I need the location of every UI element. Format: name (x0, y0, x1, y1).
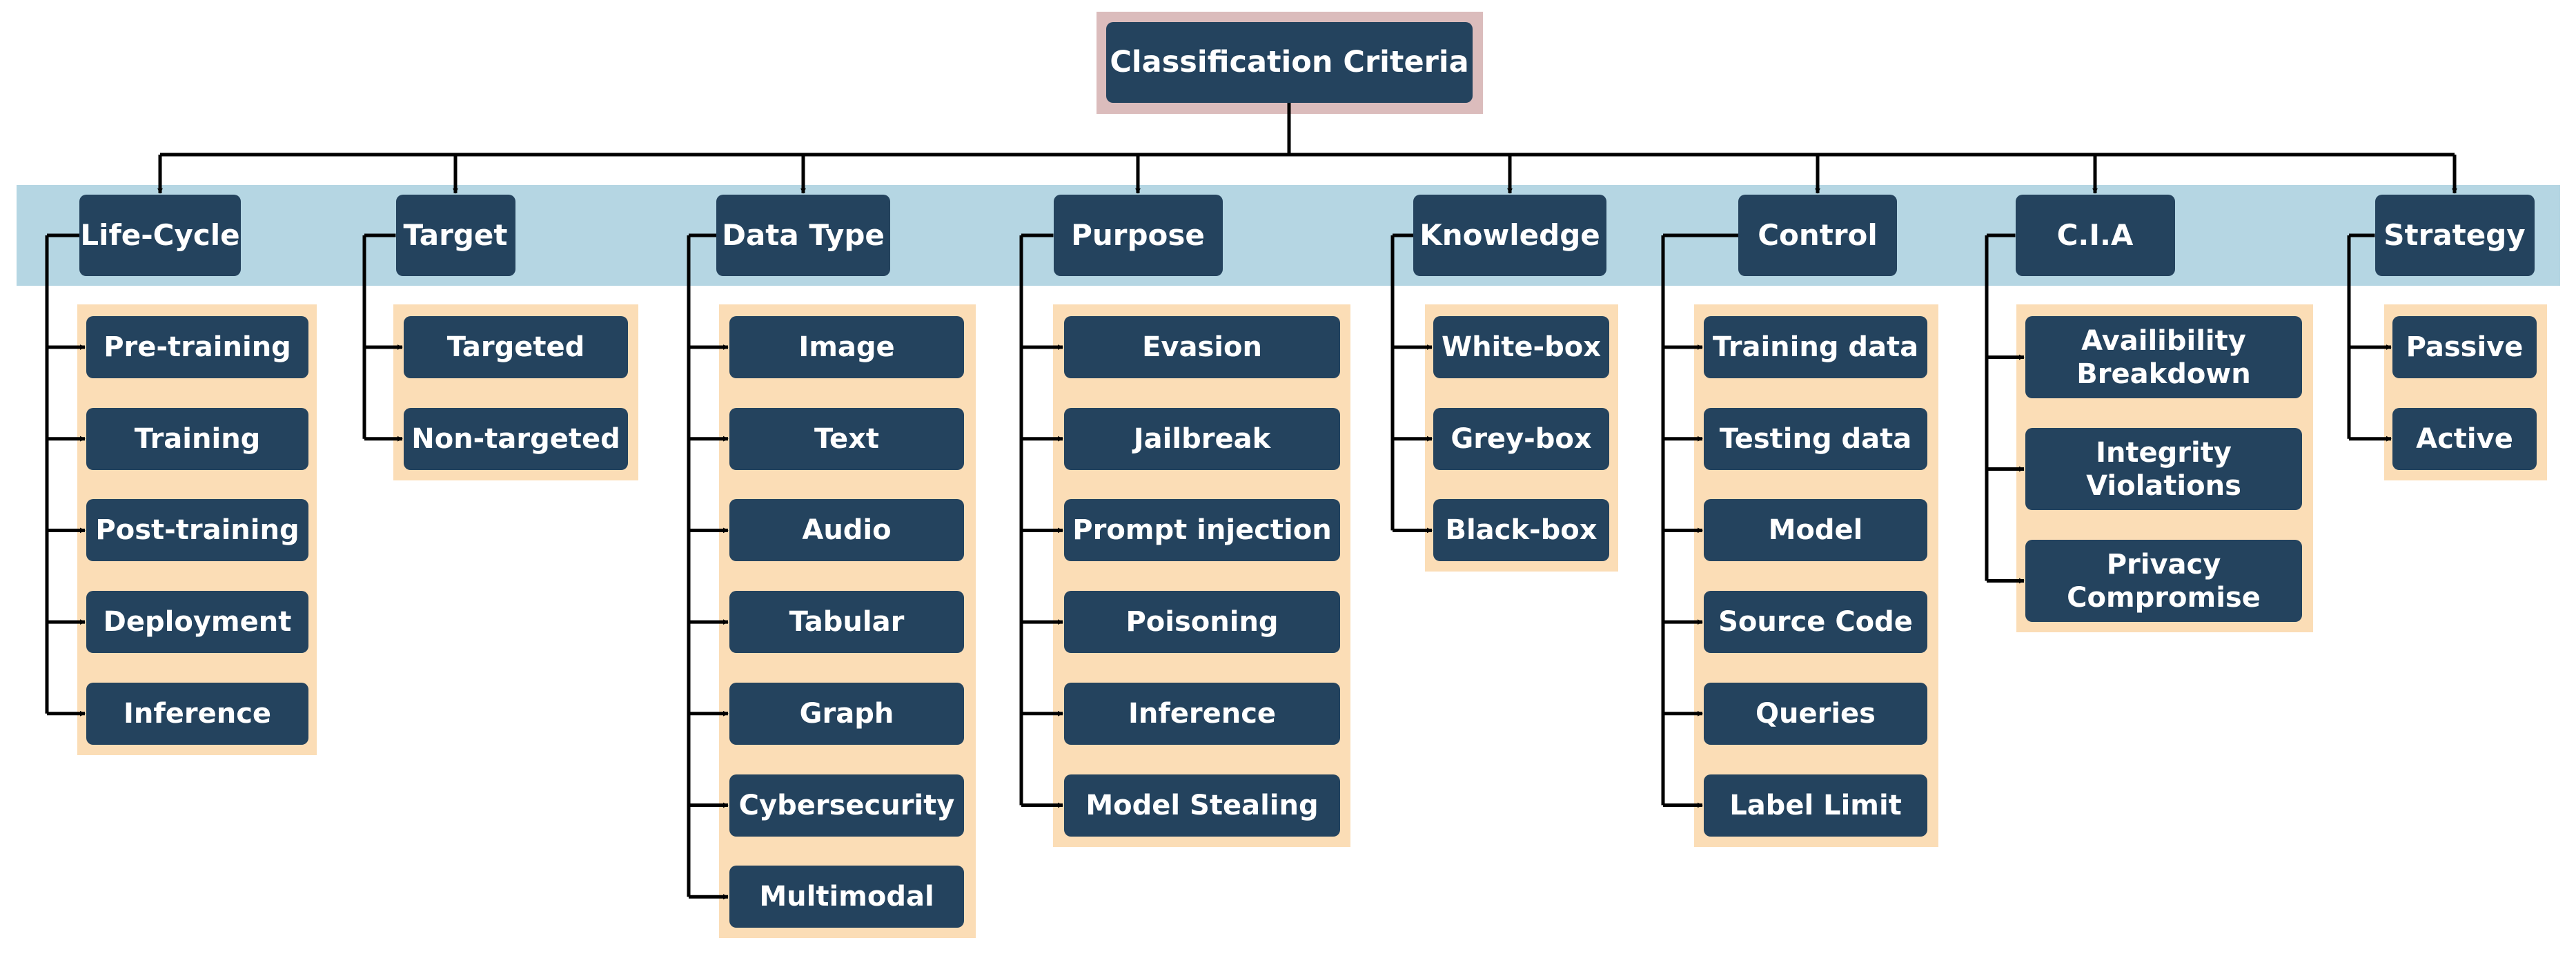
item-node: Grey-box (1433, 407, 1609, 470)
item-node: Availibility Breakdown (2025, 316, 2302, 398)
category-node: Strategy (2375, 195, 2535, 276)
category-node: Knowledge (1413, 195, 1606, 276)
category-node: Target (395, 195, 515, 276)
category-node: Data Type (716, 195, 890, 276)
item-node: Deployment (86, 591, 308, 654)
item-node: Cybersecurity (729, 774, 964, 837)
item-node: Queries (1704, 682, 1927, 745)
root-node: Classification Criteria (1106, 22, 1473, 103)
item-node: Post-training (86, 499, 308, 562)
item-node: Inference (86, 682, 308, 745)
item-node: Tabular (729, 591, 964, 654)
item-node: Privacy Compromise (2025, 540, 2302, 622)
item-node: Targeted (404, 316, 628, 378)
item-node: Text (729, 407, 964, 470)
item-node: Training (86, 407, 308, 470)
category-node: C.I.A (2015, 195, 2175, 276)
item-node: White-box (1433, 316, 1609, 378)
category-node: Control (1738, 195, 1897, 276)
item-node: Training data (1704, 316, 1927, 378)
items-panel (1694, 304, 1938, 847)
item-node: Prompt injection (1064, 499, 1340, 562)
item-node: Black-box (1433, 499, 1609, 562)
item-node: Label Limit (1704, 774, 1927, 837)
item-node: Evasion (1064, 316, 1340, 378)
item-node: Testing data (1704, 407, 1927, 470)
item-node: Multimodal (729, 866, 964, 928)
category-node: Purpose (1053, 195, 1223, 276)
item-node: Poisoning (1064, 591, 1340, 654)
item-node: Pre-training (86, 316, 308, 378)
item-node: Jailbreak (1064, 407, 1340, 470)
category-node: Life-Cycle (79, 195, 241, 276)
item-node: Audio (729, 499, 964, 562)
item-node: Inference (1064, 682, 1340, 745)
item-node: Source Code (1704, 591, 1927, 654)
item-node: Non-targeted (404, 407, 628, 470)
item-node: Passive (2392, 316, 2537, 378)
item-node: Image (729, 316, 964, 378)
item-node: Model (1704, 499, 1927, 562)
items-panel (1053, 304, 1350, 847)
item-node: Active (2392, 407, 2537, 470)
item-node: Model Stealing (1064, 774, 1340, 837)
item-node: Integrity Violations (2025, 428, 2302, 510)
item-node: Graph (729, 682, 964, 745)
